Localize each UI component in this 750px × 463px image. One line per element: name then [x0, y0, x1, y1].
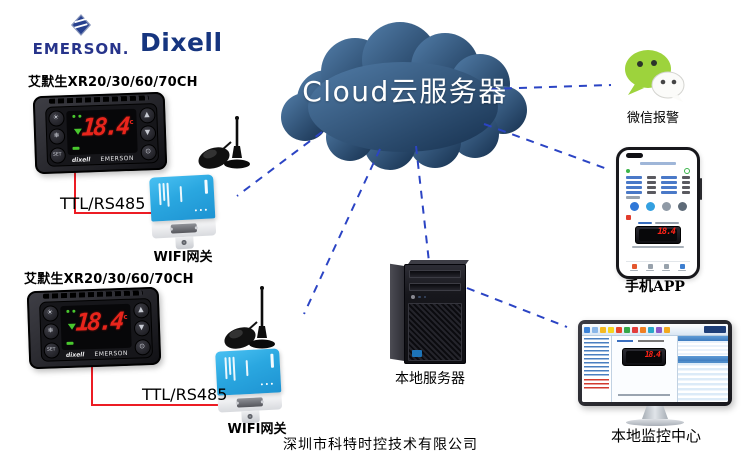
- link-cloud-wechat: [488, 84, 612, 90]
- up-button-icon: ▲: [132, 301, 150, 319]
- emerson-brand: EMERSON: [94, 349, 129, 358]
- antenna-1-icon: [198, 116, 250, 169]
- set-button: SET: [48, 146, 66, 164]
- optical-drive: [409, 283, 461, 291]
- set-button: SET: [42, 341, 60, 359]
- temp-controller-2: ☀ ❄ SET 18.4 c ▲ ▼ ⊙ dixell EMERSON: [26, 286, 162, 370]
- device-tree-panel: [582, 336, 612, 402]
- gateway1-label: WIFI网关: [153, 250, 213, 265]
- link-cloud-gateway2: [303, 148, 381, 315]
- dixell-logo: Dixell: [140, 28, 223, 57]
- down-button-icon: ▼: [139, 125, 156, 142]
- monitor-base: [626, 419, 684, 426]
- link-cloud-server: [415, 145, 430, 263]
- controller-photo: 18.4: [635, 226, 681, 244]
- wechat-icon: [625, 50, 685, 102]
- defrost-button-icon: ❄: [42, 323, 59, 340]
- led-display: 18.4 c: [66, 108, 138, 156]
- emerson-brand: EMERSON: [100, 154, 135, 163]
- cloud-server-label: Cloud云服务器: [302, 75, 508, 108]
- emerson-diamond-icon: [71, 14, 91, 36]
- alarm-badge: [626, 214, 631, 220]
- bus2-label: TTL/RS485: [142, 385, 228, 404]
- up-button-icon: ▲: [138, 106, 156, 124]
- app-fan-icon: [645, 202, 655, 211]
- phone-camera-icon: [626, 153, 643, 158]
- cable-controller2-gateway2: [91, 363, 221, 406]
- temperature-unit: c: [123, 312, 128, 321]
- antenna-2-icon: [224, 286, 275, 349]
- monitor-bezel: 18.4: [578, 320, 732, 406]
- cable-controller1-gateway1: [74, 168, 156, 214]
- monitoring-pc: 18.4: [578, 320, 732, 426]
- emerson-logo: EMERSON.: [28, 14, 134, 58]
- app-cool-icon: [629, 202, 639, 211]
- controller-photo: 18.4: [622, 348, 666, 366]
- smartphone: 18.4: [616, 147, 702, 279]
- app-light-icon: [661, 202, 671, 211]
- light-button-icon: ☀: [41, 304, 59, 322]
- server-label: 本地服务器: [395, 371, 465, 387]
- controller2-title: 艾默生XR20/30/60/70CH: [24, 272, 194, 287]
- emerson-wordmark: EMERSON.: [32, 40, 130, 58]
- led-display: 18.4 c: [60, 303, 132, 351]
- controller1-title: 艾默生XR20/30/60/70CH: [28, 75, 198, 90]
- wechat-label: 微信报警: [626, 111, 679, 126]
- optical-drive: [409, 270, 461, 278]
- device-view-panel: 18.4: [612, 336, 678, 402]
- temperature-value: 18.4: [81, 111, 129, 142]
- defrost-button-icon: ❄: [48, 128, 65, 145]
- app-defrost-icon: [677, 202, 687, 211]
- wifi-gateway-1: [149, 174, 217, 250]
- monitor-screen: 18.4: [582, 324, 728, 402]
- link-cloud-phone: [483, 123, 611, 171]
- dixell-brand: dixell: [65, 351, 85, 359]
- temperature-unit: c: [129, 117, 134, 126]
- data-table-panel: [678, 336, 728, 402]
- bus1-label: TTL/RS485: [60, 194, 146, 213]
- phone-label: 手机APP: [625, 279, 685, 295]
- monitor-stand: [642, 406, 668, 419]
- cloud-shape: [281, 22, 527, 170]
- temp-controller-1: ☀ ❄ SET 18.4 c ▲ ▼ ⊙ dixell EMERSON: [32, 91, 168, 175]
- phone-screen: 18.4: [621, 152, 695, 274]
- serial-connector: [236, 397, 264, 408]
- company-name: 深圳市科特时控技术有限公司: [283, 437, 478, 453]
- down-button-icon: ▼: [133, 320, 150, 337]
- monitor-label: 本地监控中心: [610, 427, 701, 445]
- link-cloud-gateway1: [236, 131, 323, 197]
- light-button-icon: ☀: [47, 109, 65, 127]
- gateway2-label: WIFI网关: [227, 422, 287, 437]
- serial-connector: [170, 223, 198, 234]
- controller-face: ☀ ❄ SET 18.4 c ▲ ▼ ⊙ dixell EMERSON: [45, 102, 160, 167]
- power-button-icon: [411, 295, 415, 299]
- link-server-monitor: [466, 287, 568, 328]
- scada-toolbar: [582, 324, 728, 336]
- temperature-value: 18.4: [75, 306, 123, 337]
- power-button-icon: ⊙: [133, 338, 151, 356]
- controller-face: ☀ ❄ SET 18.4 c ▲ ▼ ⊙ dixell EMERSON: [39, 297, 154, 362]
- front-grille: [408, 303, 462, 361]
- intel-badge: [412, 350, 422, 357]
- dixell-brand: dixell: [71, 156, 91, 164]
- power-button-icon: ⊙: [139, 143, 157, 161]
- local-server: [390, 260, 469, 366]
- gateway-box: [149, 174, 216, 222]
